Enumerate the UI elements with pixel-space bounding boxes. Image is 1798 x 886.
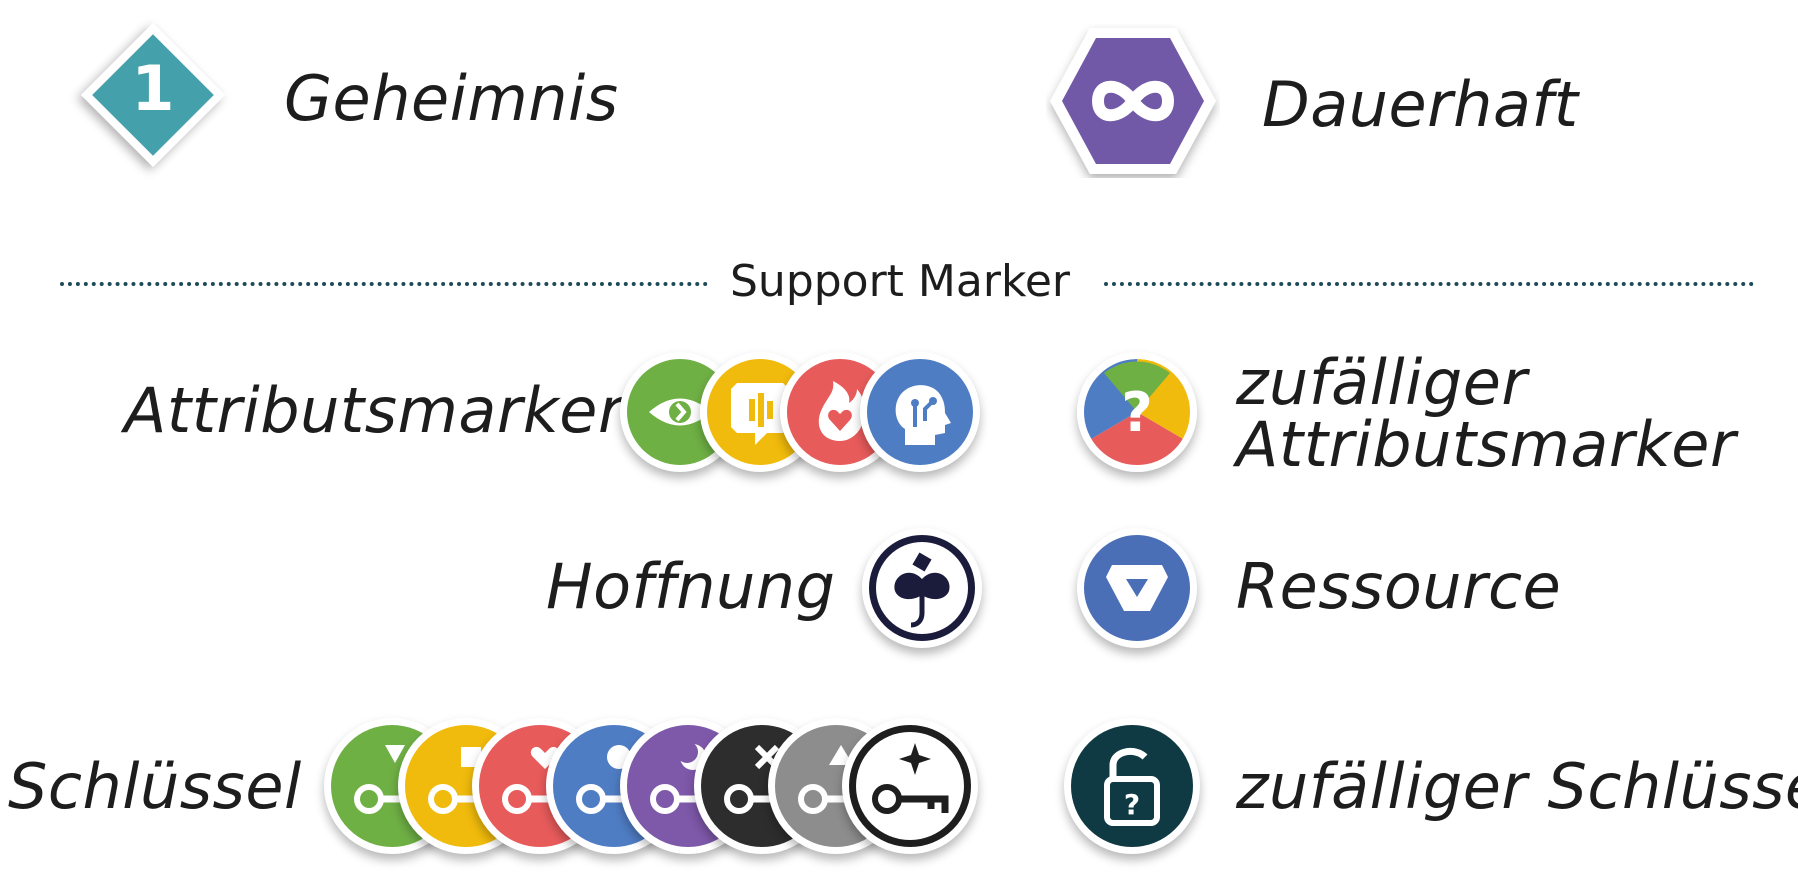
- secret-token: 1: [66, 8, 240, 182]
- keys-label: Schlüssel: [8, 750, 302, 823]
- divider-line-left: [60, 282, 708, 286]
- attribute-marker-blue: [860, 352, 980, 472]
- secret-label: Geheimnis: [284, 62, 619, 135]
- resource-label: Ressource: [1236, 550, 1562, 623]
- hope-marker: [862, 528, 982, 648]
- divider-line-right: [1104, 282, 1754, 286]
- flame-heart-icon: [818, 381, 866, 441]
- random-key-marker: ?: [1064, 718, 1200, 854]
- secret-diamond-icon: [80, 22, 226, 168]
- random-attribute-label-line1: zufälliger: [1236, 346, 1528, 419]
- question-mark-icon: ?: [1084, 359, 1190, 465]
- speech-bubble-icon: [731, 383, 789, 445]
- eye-icon: [649, 398, 711, 426]
- divider-label: Support Marker: [730, 256, 1071, 307]
- secret-number: 1: [131, 52, 175, 125]
- random-key-label: zufälliger Schlüssel: [1236, 750, 1798, 823]
- attribute-label: Attributsmarker: [124, 374, 624, 447]
- hope-label: Hoffnung: [546, 550, 836, 623]
- sprout-icon: [876, 542, 968, 634]
- permanent-hexagon-icon: [1050, 28, 1216, 174]
- random-attribute-label-line2: Attributsmarker: [1236, 408, 1736, 481]
- star-key-icon: [856, 732, 964, 840]
- head-circuit-icon: [895, 385, 951, 445]
- infinity-icon: [1091, 80, 1175, 122]
- random-attribute-marker: ?: [1077, 352, 1197, 472]
- key-marker-white: [842, 718, 978, 854]
- permanent-token: [1046, 24, 1220, 178]
- padlock-icon: ?: [1104, 747, 1160, 826]
- permanent-label: Dauerhaft: [1262, 68, 1579, 141]
- svg-text:?: ?: [1124, 788, 1140, 821]
- resource-marker: [1077, 528, 1197, 648]
- svg-text:?: ?: [1121, 381, 1152, 444]
- gem-icon: [1106, 565, 1168, 611]
